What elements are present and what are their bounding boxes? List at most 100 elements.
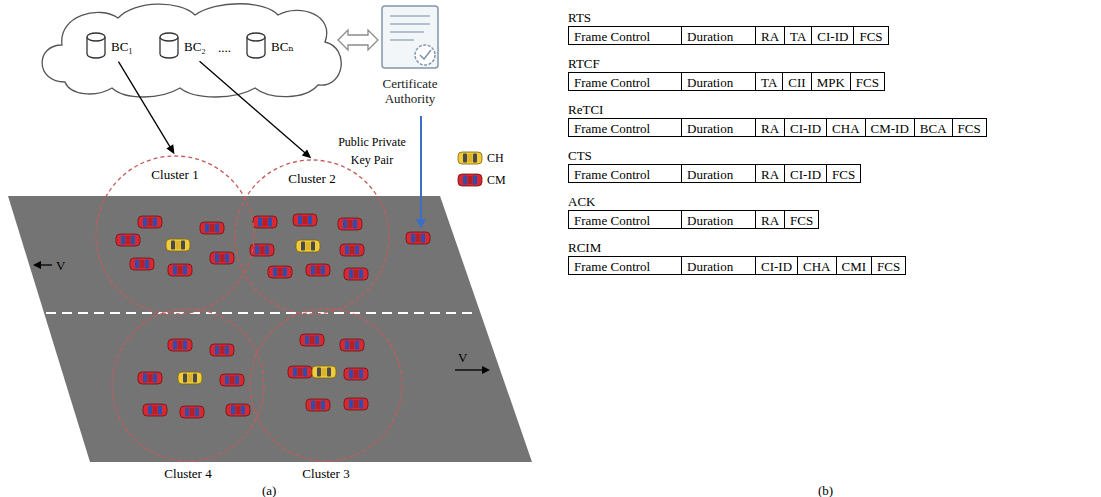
road <box>8 196 532 462</box>
velocity-arrow <box>455 366 490 374</box>
frame-field: Duration <box>681 164 756 183</box>
connector-line <box>118 62 170 148</box>
field-name: Duration <box>687 167 733 182</box>
field-name: Duration <box>687 29 733 44</box>
vehicle-cm <box>200 222 224 234</box>
legend-vehicle-ch <box>458 152 482 164</box>
frame-title: CTS <box>568 147 861 164</box>
vehicle-cm <box>138 216 162 228</box>
field-name: FCS <box>877 259 900 274</box>
legend-label: CH <box>487 151 504 165</box>
field-name: CM-ID <box>871 121 909 136</box>
frame-field: Duration <box>681 72 756 91</box>
authority-label: Certificate Authority <box>362 76 458 106</box>
field-name: RA <box>761 29 779 44</box>
vehicle-ch <box>166 239 190 251</box>
field-name: MPK <box>817 75 845 90</box>
frame-field: CI-ID <box>784 164 827 183</box>
field-name: CI-ID <box>817 29 848 44</box>
database-node: BCₙ <box>245 32 294 60</box>
vehicle-cm <box>406 232 430 244</box>
frame-field: RA <box>755 210 785 229</box>
frame-format: ACK Frame Control Duration RA FCS <box>568 193 819 229</box>
field-name: TA <box>790 29 806 44</box>
arrowhead <box>166 144 174 154</box>
frame-field: FCS <box>853 26 888 45</box>
field-name: FCS <box>958 121 981 136</box>
frame-title: ACK <box>568 193 819 210</box>
frame-field: Frame Control <box>568 164 682 183</box>
vehicle-cm <box>338 218 362 230</box>
vehicle-cm <box>344 268 368 280</box>
field-name: Frame Control <box>574 259 650 274</box>
field-name: Frame Control <box>574 29 650 44</box>
velocity-label: V <box>56 258 65 273</box>
legend-vehicle-cm <box>458 174 482 186</box>
frame-field: MPK <box>811 72 851 91</box>
frame-field: Duration <box>681 210 756 229</box>
field-name: FCS <box>856 75 879 90</box>
frame-field: BCA <box>914 118 953 137</box>
frame-field: Frame Control <box>568 210 682 229</box>
frame-field: Frame Control <box>568 26 682 45</box>
field-name: Duration <box>687 75 733 90</box>
frame-field: Frame Control <box>568 72 682 91</box>
vehicle-cm <box>306 399 330 411</box>
frame-field: FCS <box>826 164 861 183</box>
field-name: FCS <box>832 167 855 182</box>
vehicle-ch <box>312 366 336 378</box>
field-name: Duration <box>687 121 733 136</box>
vehicle-cm <box>138 372 162 384</box>
frame-format: RTCFFrame ControlDurationTACIIMPKFCS <box>568 55 885 91</box>
database-label: BCₙ <box>271 39 294 54</box>
vehicle-cm <box>268 266 292 278</box>
cluster-label: Cluster 1 <box>151 167 198 182</box>
frame-field: TA <box>784 26 812 45</box>
vehicle-cm <box>300 334 324 346</box>
database-label: BC₁ <box>111 39 133 54</box>
vehicle-cm <box>306 264 330 276</box>
field-name: Frame Control <box>574 213 650 228</box>
frame-field: Frame Control <box>568 118 682 137</box>
database-node: BC₂ <box>158 32 206 60</box>
vehicle-cm <box>143 404 167 416</box>
velocity-label: V <box>458 350 467 365</box>
cluster-label: Cluster 2 <box>288 171 335 186</box>
legend-entry: CM <box>487 173 506 187</box>
velocity-label-box: V <box>56 256 65 274</box>
field-name: RA <box>761 213 779 228</box>
field-name: Duration <box>687 259 733 274</box>
authority-node: Certificate Authority <box>362 76 458 106</box>
frame-field: FCS <box>952 118 987 137</box>
frame-title: RCIM <box>568 239 906 256</box>
vehicle-cm <box>180 406 204 418</box>
key-pair-arrow <box>416 116 426 229</box>
vehicles <box>116 152 482 418</box>
frame-field: Duration <box>681 118 756 137</box>
database-node: BC₁ <box>85 32 133 60</box>
vehicle-cm <box>220 374 244 386</box>
database-label: BC₂ <box>184 39 206 54</box>
vehicle-cm <box>340 339 364 351</box>
field-name: Frame Control <box>574 121 650 136</box>
field-name: TA <box>761 75 777 90</box>
frame-field: RA <box>755 26 785 45</box>
frame-fields: Frame ControlDurationRACI-IDFCS <box>568 164 861 183</box>
frame-format: RTS Frame Control Duration RA TA CI-ID FCS <box>568 9 889 45</box>
cluster-label-box: Cluster 2 <box>234 169 390 187</box>
cluster-label-box: Cluster 1 <box>95 165 255 183</box>
frame-title: RTS <box>568 9 889 26</box>
cluster-outline <box>249 308 403 462</box>
database-cylinder <box>245 32 267 60</box>
frame-format: RCIMFrame ControlDurationCI-IDCHACMIFCS <box>568 239 906 275</box>
certificate-icon <box>382 6 438 68</box>
field-name: FCS <box>790 213 813 228</box>
field-name: Frame Control <box>574 167 650 182</box>
frame-format: CTSFrame ControlDurationRACI-IDFCS <box>568 147 861 183</box>
key-pair-label-box: Public Private Key Pair <box>330 132 414 168</box>
velocity-arrow <box>33 261 52 269</box>
cluster-label: Cluster 3 <box>302 466 349 481</box>
